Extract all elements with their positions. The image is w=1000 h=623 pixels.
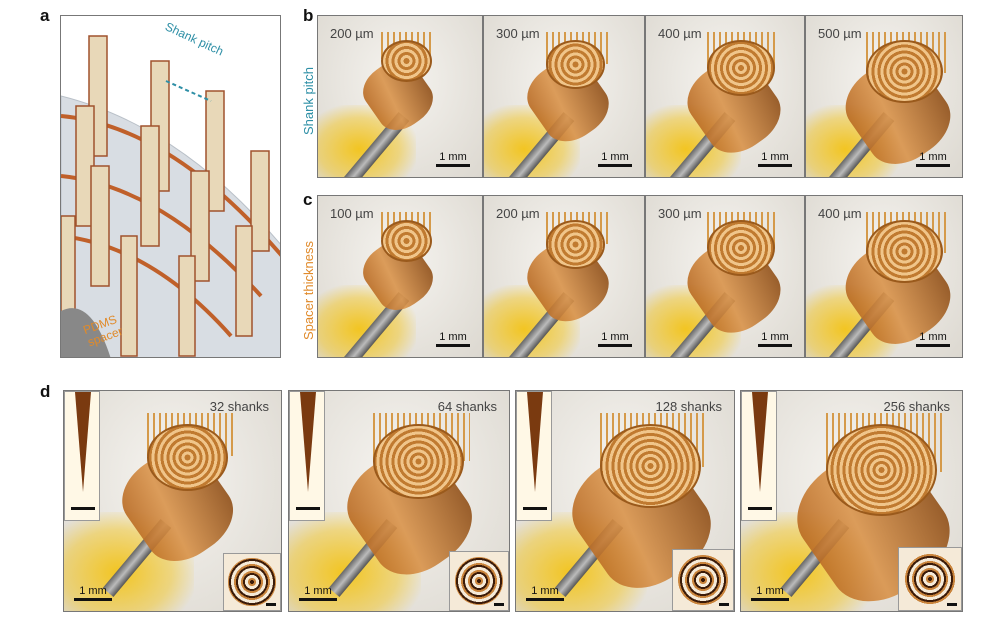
shank-tip-icon (748, 392, 772, 510)
scale-bar-label: 1 mm (761, 331, 789, 343)
panel-c-image-4: 400 µm 1 mm (805, 195, 963, 358)
row-label-shank-pitch: Shank pitch (301, 67, 316, 135)
shank-count-label: 128 shanks (655, 399, 723, 414)
spiral-top (866, 220, 943, 284)
panel-label-d: d (40, 382, 51, 401)
shank-tip-icon (523, 392, 547, 510)
panel-c-image-3: 300 µm 1 mm (645, 195, 805, 358)
single-shank-inset (516, 391, 552, 521)
parameter-label: 100 µm (330, 206, 374, 221)
spiral-top (545, 40, 606, 90)
shank-tip-icon (71, 392, 95, 510)
panel-b-image-1: 200 µm 1 mm (317, 15, 483, 178)
scale-bar-label: 1 mm (601, 331, 629, 343)
panel-label-b: b (303, 6, 314, 25)
panel-b-image-3: 400 µm 1 mm (645, 15, 805, 178)
scale-bar: 1 mm (299, 585, 337, 601)
panel-b-image-2: 300 µm 1 mm (483, 15, 645, 178)
spiral-top (545, 220, 606, 270)
scale-bar: 1 mm (436, 331, 470, 347)
spiral-top (373, 424, 465, 500)
panel-a-schematic: Shank pitch PDMS spacer (60, 15, 281, 358)
spiral-cross-section-inset (672, 549, 734, 611)
inset-scale-bar (494, 603, 504, 606)
scale-bar: 1 mm (916, 331, 950, 347)
scale-bar: 1 mm (916, 151, 950, 167)
panel-b-image-4: 500 µm 1 mm (805, 15, 963, 178)
scale-bar-label: 1 mm (756, 585, 784, 597)
spiral-top (866, 40, 943, 104)
spiral-top (147, 424, 228, 491)
parameter-label: 400 µm (818, 206, 862, 221)
scale-bar: 1 mm (526, 585, 564, 601)
shank-array-illustration (61, 35, 280, 357)
inset-scale-bar (719, 603, 729, 606)
single-shank-inset (741, 391, 777, 521)
scale-bar-label: 1 mm (439, 151, 467, 163)
parameter-label: 300 µm (658, 206, 702, 221)
shank-count-label: 64 shanks (437, 399, 497, 414)
panel-d-image-3: 128 shanks 1 mm (515, 390, 735, 612)
panel-c-image-1: 100 µm 1 mm (317, 195, 483, 358)
parameter-label: 200 µm (330, 26, 374, 41)
scale-bar-label: 1 mm (304, 585, 332, 597)
panel-d-image-4: 256 shanks 1 mm (740, 390, 963, 612)
scale-bar: 1 mm (436, 151, 470, 167)
parameter-label: 500 µm (818, 26, 862, 41)
scale-bar-label: 1 mm (531, 585, 559, 597)
panel-label-c: c (303, 190, 313, 209)
scale-bar: 1 mm (758, 151, 792, 167)
spiral-top (706, 220, 775, 277)
scale-bar-label: 1 mm (601, 151, 629, 163)
panel-label-a: a (40, 6, 50, 25)
scale-bar-label: 1 mm (919, 151, 947, 163)
scale-bar: 1 mm (598, 151, 632, 167)
scale-bar: 1 mm (758, 331, 792, 347)
scale-bar: 1 mm (598, 331, 632, 347)
inset-scale-bar (947, 603, 957, 606)
spiral-cross-section-inset (449, 551, 509, 611)
single-shank-inset (289, 391, 325, 521)
spiral-cross-section-inset (223, 553, 281, 611)
spiral-top (706, 40, 775, 97)
spiral-top (599, 424, 701, 508)
scale-bar: 1 mm (751, 585, 789, 601)
parameter-label: 300 µm (496, 26, 540, 41)
shank-tip-icon (296, 392, 320, 510)
scale-bar-label: 1 mm (439, 331, 467, 343)
spiral-cross-section-inset (898, 547, 962, 611)
spiral-top (381, 220, 433, 263)
spiral-top (825, 424, 938, 516)
single-shank-inset (64, 391, 100, 521)
row-label-spacer-thickness: Spacer thickness (301, 241, 316, 340)
parameter-label: 400 µm (658, 26, 702, 41)
spiral-top (381, 40, 433, 83)
shank-count-label: 32 shanks (209, 399, 269, 414)
panel-d-image-1: 32 shanks 1 mm (63, 390, 282, 612)
scale-bar: 1 mm (74, 585, 112, 601)
panel-d-image-2: 64 shanks 1 mm (288, 390, 510, 612)
parameter-label: 200 µm (496, 206, 540, 221)
shank-count-label: 256 shanks (883, 399, 951, 414)
scale-bar-label: 1 mm (761, 151, 789, 163)
inset-scale-bar (266, 603, 276, 606)
scale-bar-label: 1 mm (79, 585, 107, 597)
panel-c-image-2: 200 µm 1 mm (483, 195, 645, 358)
scale-bar-label: 1 mm (919, 331, 947, 343)
